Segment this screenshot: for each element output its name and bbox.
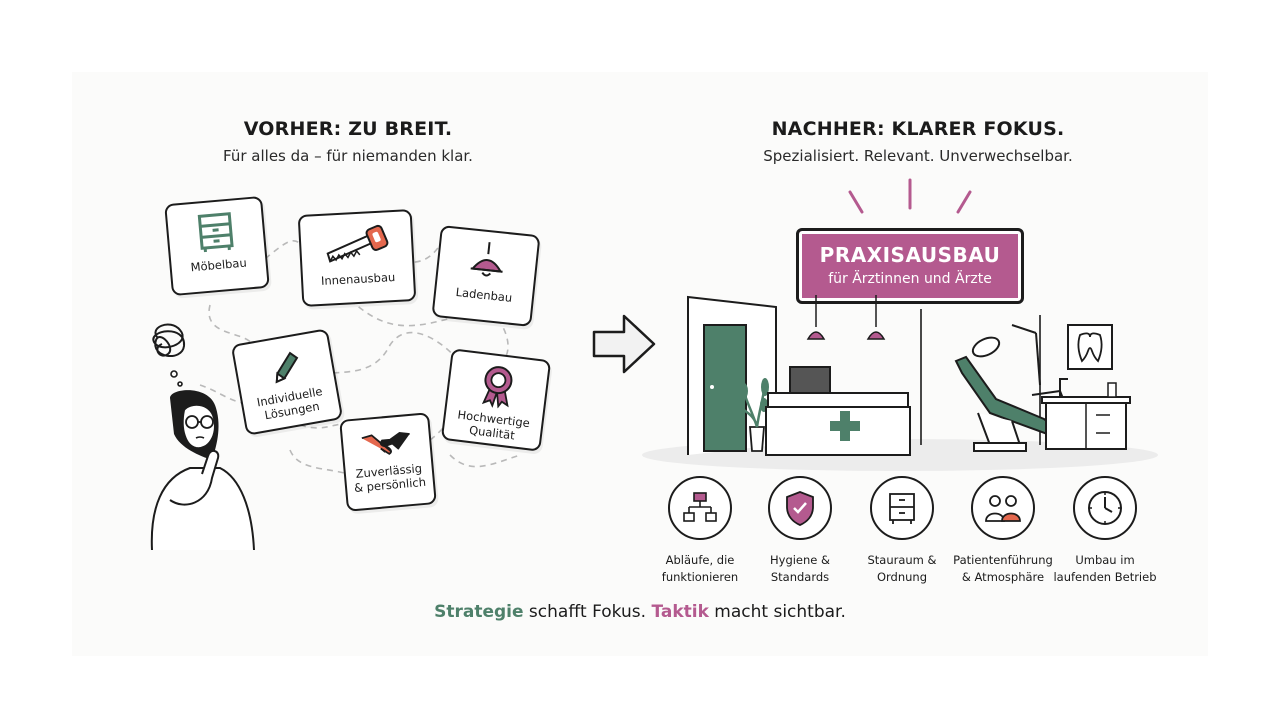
pendant-lamps (806, 295, 886, 340)
card-individuelle-loesungen: Individuelle Lösungen (230, 328, 344, 436)
sign-rays (848, 178, 972, 214)
sink-cabinet (1041, 378, 1131, 450)
rosette-icon (481, 366, 513, 409)
feature-patientenfuehrung: Patientenführung& Atmosphäre (948, 476, 1058, 586)
practice-room-illustration (642, 295, 1158, 471)
praxisausbau-sign: PRAXISAUSBAU für Ärztinnen und Ärzte (796, 228, 1024, 304)
dental-chair (954, 324, 1065, 452)
card-ladenbau: Ladenbau (431, 225, 541, 327)
feature-stauraum: Stauraum &Ordnung (847, 476, 957, 586)
left-title: VORHER: ZU BREIT. (243, 118, 453, 140)
plant (736, 378, 769, 452)
tagline-taktik: Taktik (651, 602, 709, 622)
card-innenausbau: Innenausbau (297, 209, 417, 307)
card-hochwertige-qualitaet: Hochwertige Qualität (440, 348, 552, 452)
drawer-cabinet-icon (889, 493, 915, 524)
handshake-icon (361, 431, 410, 455)
transition-arrow (592, 314, 656, 374)
pendant-lamp-icon (470, 242, 503, 277)
right-subtitle: Spezialisiert. Relevant. Unverwechselbar… (763, 147, 1073, 165)
tagline: Strategie schafft Fokus. Taktik macht si… (434, 602, 846, 622)
left-subtitle: Für alles da – für niemanden klar. (223, 147, 473, 165)
tooth-poster (1067, 324, 1113, 370)
people-icon (985, 495, 1021, 522)
feature-hygiene: Hygiene &Standards (745, 476, 855, 586)
saw-icon (326, 224, 389, 263)
clock-icon (1088, 491, 1122, 525)
shield-check-icon (786, 491, 814, 526)
pencil-icon (275, 351, 299, 384)
right-title: NACHHER: KLARER FOKUS. (771, 118, 1065, 140)
card-zuverlaessig-persoenlich: Zuverlässig & persönlich (339, 412, 437, 512)
reception-desk (765, 366, 911, 456)
tangled-thought-scribble (152, 323, 186, 358)
flowchart-icon (683, 492, 717, 522)
card-moebelbau: Möbelbau (164, 195, 270, 297)
cabinet-icon (197, 212, 234, 253)
tagline-strategie: Strategie (434, 602, 524, 622)
confused-person-illustration (150, 323, 255, 550)
